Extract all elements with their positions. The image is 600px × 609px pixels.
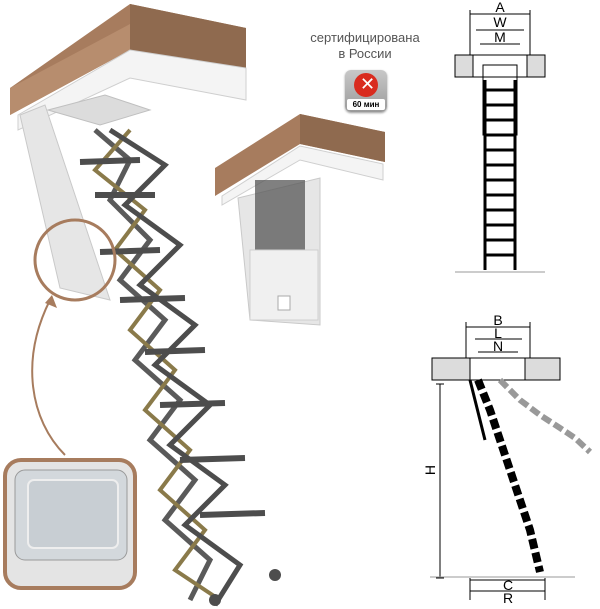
main-ladder [79,127,281,607]
zoom-circle [33,218,117,302]
certification-line-2: в России [338,46,392,61]
label-m: M [494,29,506,45]
label-l: L [494,325,502,341]
label-n: N [493,338,503,354]
main-frame [17,49,247,131]
label-w: W [493,14,507,30]
label-r: R [503,590,513,606]
fire-icon: ✕ [354,73,378,97]
small-ladder-illustration [215,114,385,326]
detail-inset [3,458,137,590]
tech-drawing-bottom [430,322,593,600]
label-a: A [495,0,505,15]
label-b: B [493,312,502,328]
fire-rating-badge: ✕ 60 мин [345,70,387,112]
certification-line-1: сертифицирована [310,30,420,45]
zoom-arrow [31,299,66,456]
tech-drawing-top [454,10,546,273]
fire-rating-label: 60 мин [347,99,385,110]
certification-text: сертифицирована в России [300,30,430,62]
label-h: H [422,465,438,475]
label-c: C [503,577,513,593]
